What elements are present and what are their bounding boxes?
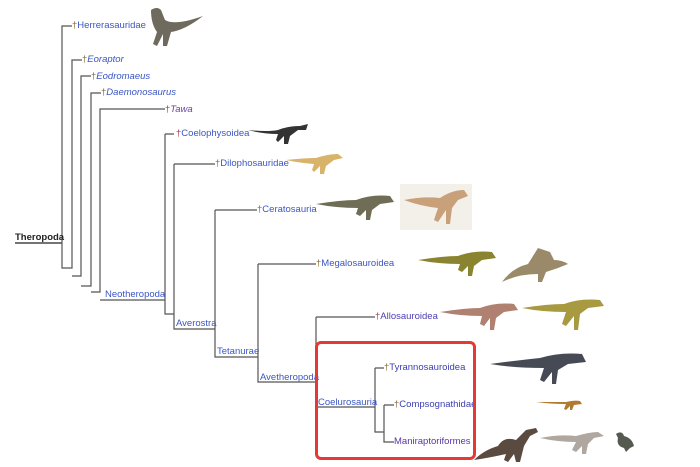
- extinct-dagger: †: [82, 54, 88, 65]
- taxon-tawa[interactable]: †Tawa: [165, 104, 193, 115]
- taxon-herrerasauridae[interactable]: †Herrerasauridae: [72, 20, 146, 31]
- extinct-dagger: †: [375, 311, 381, 322]
- megalosaurus-illustration: [418, 251, 496, 276]
- clade-neotheropoda[interactable]: Neotheropoda: [105, 289, 166, 300]
- taxon-dilophosauridae[interactable]: †Dilophosauridae: [215, 158, 289, 169]
- coelophysis-illustration: [248, 124, 308, 144]
- extinct-dagger: †: [101, 87, 107, 98]
- clade-tetanurae[interactable]: Tetanurae: [217, 346, 260, 357]
- taxon-compsognathidae[interactable]: †Compsognathidae: [394, 399, 476, 410]
- deinocheirus-illustration: [474, 428, 538, 462]
- clade-coelurosauria[interactable]: Coelurosauria: [318, 397, 378, 408]
- taxon-label: Ceratosauria: [262, 204, 317, 215]
- coelurosauria-highlight-box: [315, 341, 476, 460]
- taxon-ceratosauria[interactable]: †Ceratosauria: [257, 204, 317, 215]
- allosaurus-illustration: [440, 303, 518, 330]
- dilophosaurus-illustration: [286, 154, 343, 174]
- compsognathus-illustration: [536, 400, 582, 410]
- spinosaurus-illustration: [502, 248, 568, 282]
- taxon-tyrannosauroidea[interactable]: †Tyrannosauroidea: [384, 362, 465, 373]
- ceratosaurus-illustration: [316, 195, 394, 220]
- taxon-eoraptor[interactable]: †Eoraptor: [82, 54, 124, 65]
- taxon-label: Megalosauroidea: [321, 258, 395, 269]
- taxon-allosauroidea[interactable]: †Allosauroidea: [375, 311, 438, 322]
- taxon-daemonosaurus[interactable]: †Daemonosaurus: [101, 87, 176, 98]
- acrocanthosaurus-illustration: [522, 299, 604, 330]
- taxon-label: Maniraptoriformes: [394, 436, 471, 447]
- extinct-dagger: †: [215, 158, 221, 169]
- root-label-theropoda[interactable]: Theropoda: [15, 232, 65, 243]
- ceratosaurus-reconstruction-illustration: [400, 184, 472, 230]
- extinct-dagger: †: [72, 20, 78, 31]
- extinct-dagger: †: [384, 362, 390, 373]
- taxon-label: Eodromaeus: [96, 71, 151, 82]
- taxon-label: Coelophysoidea: [181, 128, 250, 139]
- herrerasaurus-illustration: [151, 8, 203, 46]
- taxon-label: Allosauroidea: [380, 311, 438, 322]
- tyrannosaurus-illustration: [490, 353, 586, 384]
- taxon-label: Eoraptor: [87, 54, 124, 65]
- clade-avetheropoda[interactable]: Avetheropoda: [260, 372, 319, 383]
- taxon-label: Compsognathidae: [399, 399, 477, 410]
- pigeon-illustration: [616, 432, 634, 452]
- extinct-dagger: †: [165, 104, 171, 115]
- taxon-megalosauroidea[interactable]: †Megalosauroidea: [316, 258, 394, 269]
- troodontid-illustration: [540, 432, 604, 454]
- taxon-eodromaeus[interactable]: †Eodromaeus: [91, 71, 150, 82]
- clade-averostra[interactable]: Averostra: [176, 318, 217, 329]
- extinct-dagger: †: [176, 128, 182, 139]
- taxon-maniraptoriformes[interactable]: Maniraptoriformes: [394, 436, 471, 447]
- extinct-dagger: †: [316, 258, 322, 269]
- taxon-label: Daemonosaurus: [106, 87, 177, 98]
- taxon-label: Dilophosauridae: [220, 158, 289, 169]
- extinct-dagger: †: [394, 399, 400, 410]
- taxon-coelophysoidea[interactable]: †Coelophysoidea: [176, 128, 249, 139]
- taxon-label: Herrerasauridae: [77, 20, 146, 31]
- extinct-dagger: †: [91, 71, 97, 82]
- taxon-label: Tawa: [170, 104, 193, 115]
- extinct-dagger: †: [257, 204, 263, 215]
- taxon-label: Tyrannosauroidea: [389, 362, 466, 373]
